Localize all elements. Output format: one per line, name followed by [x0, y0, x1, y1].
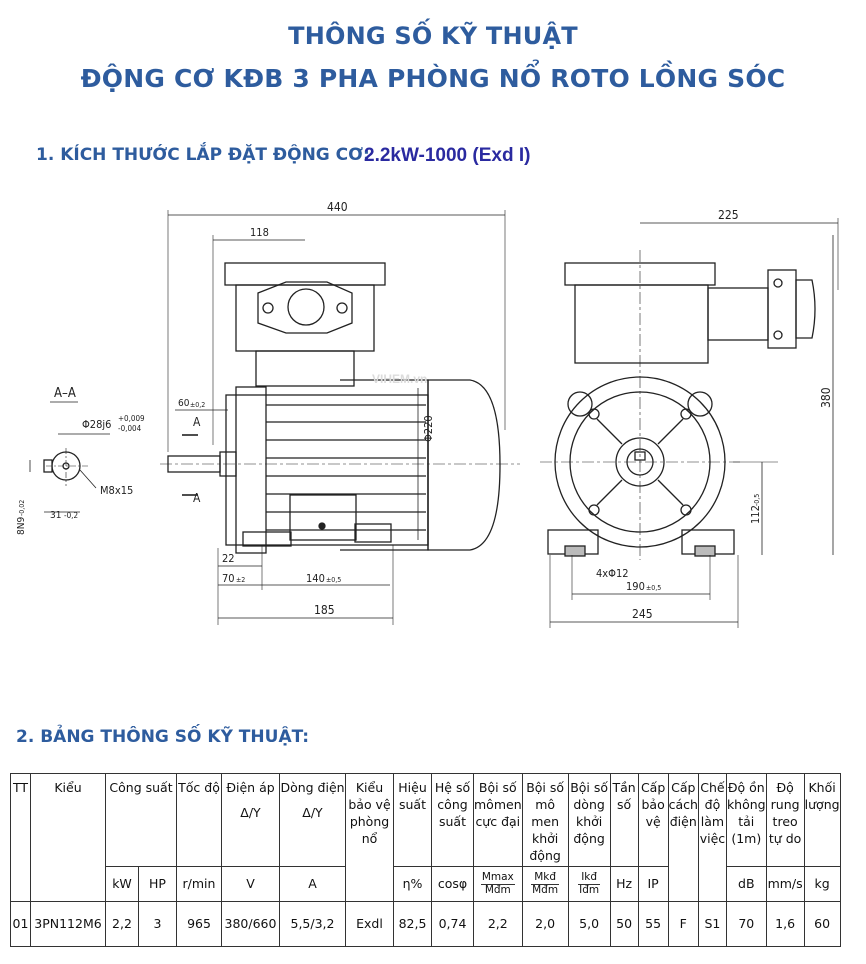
- unit-rpm: r/min: [176, 866, 222, 903]
- foot-base-left: [242, 531, 292, 547]
- dim-245: 245: [632, 607, 653, 621]
- col-kieu: Kiểu: [30, 772, 106, 903]
- technical-drawing: A–A Φ28j6 +0,009 -0,004 M8x15 31 -0,2 8N…: [16, 200, 839, 628]
- lifting-eye-left: [567, 391, 593, 417]
- bolt-icon: [336, 302, 348, 314]
- col-mkd: Bội số mô men khởi động: [521, 772, 569, 868]
- shaft-fit-label: Φ28j6: [82, 418, 111, 431]
- dim-185: 185: [314, 603, 335, 617]
- terminal-box: [235, 284, 375, 352]
- keyway-depth-tol: -0,2: [64, 511, 78, 520]
- unit-cosphi: cosφ: [431, 866, 474, 903]
- unit-db: dB: [725, 866, 767, 903]
- section-label: A–A: [54, 386, 76, 401]
- dim-holes: 4xΦ12: [596, 567, 629, 580]
- fan-cover: [427, 379, 501, 551]
- col-tt: TT: [10, 772, 31, 903]
- unit-hp: HP: [138, 866, 177, 903]
- dim-380: 380: [819, 387, 833, 408]
- bolt-icon: [262, 302, 274, 314]
- dim-140-tol: ±0,5: [326, 576, 341, 584]
- dim-60: 60: [178, 398, 190, 409]
- dim-60-tol: ±0,2: [190, 401, 205, 409]
- dim-140: 140: [306, 572, 325, 585]
- motor-frame: [225, 394, 429, 546]
- section-marker-bottom: A: [193, 491, 201, 505]
- dim-118: 118: [250, 226, 269, 239]
- col-cap-bao-ve: Cấp bảo vệ: [637, 772, 669, 868]
- mounting-foot: [289, 494, 357, 541]
- unit-hz: Hz: [609, 866, 639, 903]
- col-tan-so: Tần số: [609, 772, 639, 868]
- unit-ip: IP: [637, 866, 669, 903]
- cable-entry: [707, 287, 769, 341]
- dim-112: 112: [749, 505, 762, 524]
- shaft-tol-lower: -0,004: [118, 424, 142, 433]
- col-hieu-suat: Hiệu suất: [393, 772, 432, 868]
- dim-22: 22: [222, 552, 235, 565]
- col-he-so: Hệ số công suất: [431, 772, 474, 868]
- table-row: 01 3PN112M6 2,2 3 965 380/660 5,5/3,2 Ex…: [10, 901, 841, 948]
- col-che-do: Chế độ làm việc: [697, 772, 727, 903]
- col-kieu-bao-ve: Kiểu bảo vệ phòng nổ: [345, 772, 394, 903]
- col-do-rung: Độ rung treo tự do: [765, 772, 805, 868]
- page-title: THÔNG SỐ KỸ THUẬT: [288, 22, 578, 50]
- unit-a: A: [279, 866, 346, 903]
- motor-model: 2.2kW-1000 (Exd I): [364, 145, 531, 166]
- dim-112-tol: -0,5: [753, 494, 761, 506]
- col-do-on: Độ ồn không tải (1m): [725, 772, 767, 868]
- page-subtitle: ĐỘNG CƠ KĐB 3 PHA PHÒNG NỔ ROTO LỒNG SÓC: [80, 64, 786, 93]
- col-ikd: Bội số dòng khởi động: [567, 772, 611, 868]
- thread-label: M8x15: [100, 484, 133, 497]
- cable-gland: [287, 288, 325, 326]
- dim-440: 440: [327, 200, 348, 214]
- col-cap-cach-dien: Cấp cách điện: [667, 772, 699, 903]
- col-khoi-luong: Khối lượng: [803, 772, 841, 868]
- unit-mms: mm/s: [765, 866, 805, 903]
- watermark: VIHEM.vn: [372, 372, 428, 386]
- col-toc-do: Tốc độ: [176, 772, 222, 868]
- dim-190-tol: ±0,5: [646, 584, 661, 592]
- foot-base-right: [354, 523, 392, 543]
- cable-gland-flange: [257, 281, 353, 334]
- section-marker-top: A: [193, 415, 201, 429]
- front-flange: [235, 386, 267, 554]
- terminal-box-end: [574, 284, 709, 364]
- dim-225: 225: [718, 208, 739, 222]
- keyway-width-label: 8N9: [16, 517, 27, 535]
- dim-190: 190: [626, 580, 645, 593]
- dim-220: Φ220: [422, 415, 435, 442]
- dim-70: 70: [222, 572, 235, 585]
- section1-heading: 1. KÍCH THƯỚC LẮP ĐẶT ĐỘNG CƠ:: [36, 145, 370, 165]
- keyway-width-tol: -0,02: [18, 500, 26, 516]
- lifting-eye-right: [687, 391, 713, 417]
- col-mmax: Bội số mômen cực đại: [473, 772, 523, 868]
- section2-heading: 2. BẢNG THÔNG SỐ KỸ THUẬT:: [16, 727, 310, 747]
- col-cong-suat: Công suất: [105, 772, 177, 868]
- dim-70-tol: ±2: [236, 576, 245, 584]
- keyway-depth-label: 31: [50, 510, 61, 521]
- unit-eta: η%: [393, 866, 432, 903]
- unit-kg: kg: [803, 866, 841, 903]
- unit-v: V: [221, 866, 280, 903]
- terminal-box-base: [255, 350, 355, 387]
- shaft-tol-upper: +0,009: [118, 414, 145, 423]
- unit-kw: kW: [105, 866, 139, 903]
